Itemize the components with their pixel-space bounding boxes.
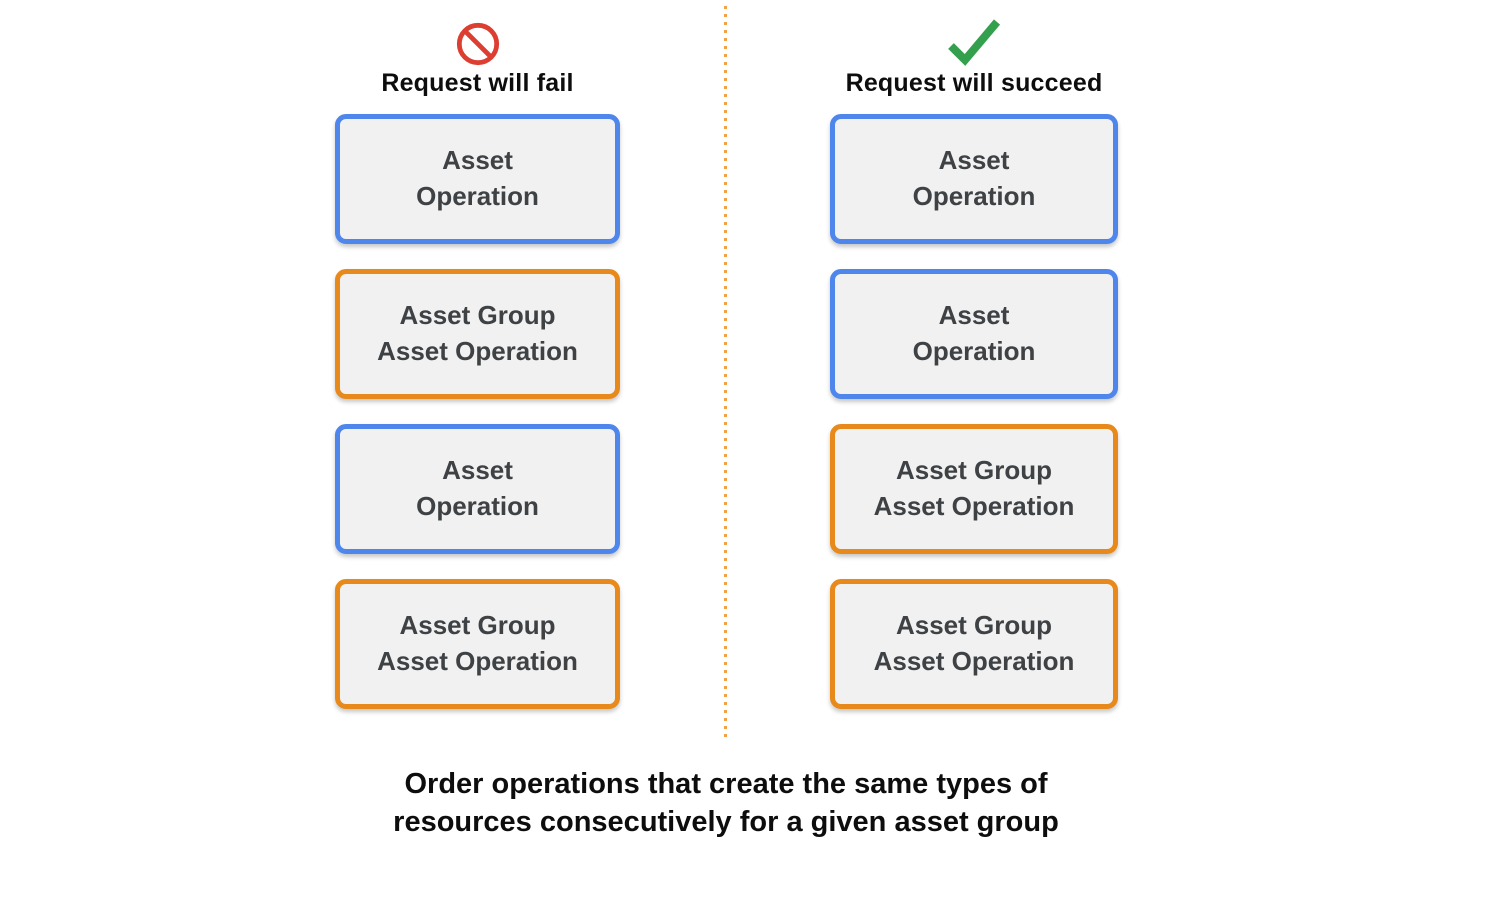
asset-operation-box: Asset Operation — [830, 269, 1118, 399]
asset-operation-box: Asset Operation — [830, 114, 1118, 244]
asset-group-asset-operation-box: Asset Group Asset Operation — [335, 579, 620, 709]
asset-group-asset-operation-box: Asset Group Asset Operation — [830, 424, 1118, 554]
box-label: Asset Group Asset Operation — [873, 610, 1075, 676]
box-label: Asset Operation — [912, 145, 1036, 211]
prohibition-icon — [455, 17, 501, 67]
box-label: Asset Group Asset Operation — [377, 610, 578, 676]
asset-operation-box: Asset Operation — [335, 424, 620, 554]
asset-group-asset-operation-box: Asset Group Asset Operation — [335, 269, 620, 399]
fail-column: Request will fail Asset Operation Asset … — [335, 0, 620, 734]
box-label: Asset Group Asset Operation — [377, 300, 578, 366]
column-divider — [724, 6, 727, 737]
box-label: Asset Operation — [416, 455, 539, 521]
asset-operation-box: Asset Operation — [335, 114, 620, 244]
succeed-column: Request will succeed Asset Operation Ass… — [830, 0, 1118, 734]
succeed-column-header: Request will succeed — [845, 69, 1103, 97]
asset-group-asset-operation-box: Asset Group Asset Operation — [830, 579, 1118, 709]
fail-column-header: Request will fail — [381, 69, 574, 97]
box-label: Asset Operation — [912, 300, 1036, 366]
box-label: Asset Group Asset Operation — [873, 455, 1075, 521]
caption: Order operations that create the same ty… — [393, 768, 1059, 838]
fail-column-boxes: Asset Operation Asset Group Asset Operat… — [335, 114, 620, 734]
succeed-column-boxes: Asset Operation Asset Operation Asset Gr… — [830, 114, 1118, 734]
box-label: Asset Operation — [416, 145, 539, 211]
checkmark-icon — [944, 17, 1004, 67]
